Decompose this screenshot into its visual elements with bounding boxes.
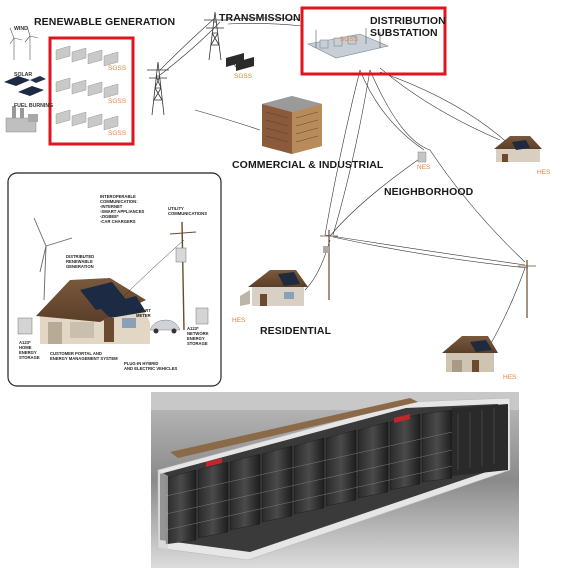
transmission-storage bbox=[226, 53, 254, 71]
inset-label-interoperable: INTEROPERABLE COMMUNICATION: -INTERNET -… bbox=[100, 194, 145, 224]
commercial-building bbox=[262, 96, 322, 154]
inset-label-network-storage: A123* NETWORK ENERGY STORAGE bbox=[187, 326, 209, 346]
nes-box-upper bbox=[417, 151, 427, 163]
tag-hes-bottom: HES bbox=[503, 374, 517, 381]
inset-house bbox=[36, 278, 150, 344]
utility-poles bbox=[320, 230, 536, 318]
label-distribution: DISTRIBUTION bbox=[370, 15, 446, 27]
battery-container-photo bbox=[151, 392, 519, 568]
inset-label-distributed-renewable: DISTRIBUTED RENEWABLE GENERATION bbox=[66, 254, 95, 269]
house-bottom-right bbox=[442, 336, 498, 372]
power-lines bbox=[159, 17, 529, 346]
inset-label-plugin: PLUG-IN HYBRID AND ELECTRIC VEHICLES bbox=[124, 361, 178, 371]
nes-box-pole bbox=[323, 246, 329, 253]
tag-sgss-transmission: SGSS bbox=[234, 73, 253, 80]
label-renewable-generation: RENEWABLE GENERATION bbox=[34, 16, 176, 28]
highlight-box-generation-storage bbox=[48, 36, 135, 146]
inset-label-customer-portal: CUSTOMER PORTAL AND ENERGY MANAGEMENT SY… bbox=[50, 351, 118, 361]
transmission-tower-left bbox=[147, 61, 169, 116]
inset-network-storage bbox=[195, 307, 209, 325]
tag-sgss-fuel: SGSS bbox=[108, 130, 127, 137]
house-right-top bbox=[494, 136, 542, 162]
inset-label-smart-meter: SMART METER bbox=[136, 308, 151, 318]
wind-turbines bbox=[9, 25, 39, 60]
label-neighborhood: NEIGHBORHOOD bbox=[384, 186, 474, 198]
substation-equipment bbox=[307, 28, 389, 59]
sgss-containers bbox=[55, 45, 119, 131]
solar-panels bbox=[4, 76, 46, 96]
fuel-plant bbox=[5, 106, 38, 133]
inset-home-storage bbox=[17, 317, 33, 335]
transmission-tower-right bbox=[204, 11, 226, 61]
tag-sgss-solar: SGSS bbox=[108, 98, 127, 105]
tag-nes: NES bbox=[417, 164, 431, 171]
label-transmission: TRANSMISSION bbox=[219, 12, 301, 24]
inset-label-home-storage: A123* HOME ENERGY STORAGE bbox=[19, 340, 40, 360]
tag-sgss-substation: SGSS bbox=[340, 36, 359, 43]
tag-hes-residential: HES bbox=[232, 317, 246, 324]
inset-utility-pole bbox=[169, 221, 197, 331]
inset-label-utility-comms: UTILITY COMMUNICATIONS bbox=[168, 206, 208, 216]
label-solar: SOLAR bbox=[14, 72, 33, 78]
label-wind: WIND bbox=[14, 26, 28, 32]
house-residential bbox=[240, 270, 308, 306]
inset-pole-device bbox=[175, 247, 187, 263]
label-fuel-burning: FUEL BURNING bbox=[14, 103, 54, 109]
tag-hes-top: HES bbox=[537, 169, 551, 176]
label-substation: SUBSTATION bbox=[370, 27, 438, 39]
highlight-box-distribution-substation bbox=[300, 6, 447, 76]
label-commercial-industrial: COMMERCIAL & INDUSTRIAL bbox=[232, 159, 384, 171]
inset-wind-turbine bbox=[33, 217, 73, 301]
inset-car bbox=[149, 319, 181, 334]
label-residential: RESIDENTIAL bbox=[260, 325, 332, 337]
tag-sgss-wind: SGSS bbox=[108, 65, 127, 72]
